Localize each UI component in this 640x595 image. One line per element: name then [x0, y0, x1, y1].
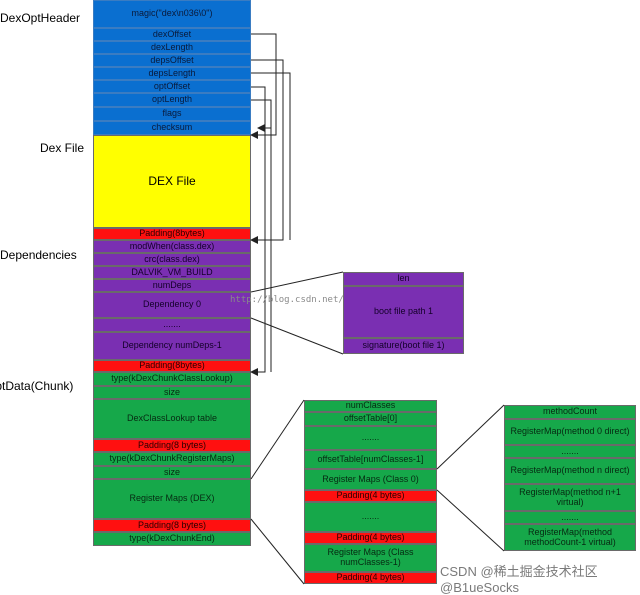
cell-registermap-0: RegisterMap(method 0 direct) — [504, 419, 636, 445]
cell-deps-padding: Padding(8bytes) — [93, 360, 251, 372]
cell-offsettable-0: offsetTable[0] — [304, 412, 437, 426]
cell-optdata-padding-2: Padding(8 bytes) — [93, 519, 251, 532]
cell-dependency-last: Dependency numDeps-1 — [93, 332, 251, 360]
fan-class-bottom — [436, 489, 505, 552]
arrow-optoffset — [250, 86, 266, 376]
cell-registermap-last: RegisterMap(method methodCount-1 virtual… — [504, 524, 636, 551]
fan-dependency-bottom — [250, 317, 344, 355]
cell-size-1: size — [93, 386, 251, 399]
cell-dep-len: len — [343, 272, 464, 286]
cell-dexlength: dexLength — [93, 41, 251, 54]
cell-deps-dots: ....... — [93, 318, 251, 332]
cell-flags: flags — [93, 107, 251, 121]
arrow-depsoffset — [250, 59, 284, 244]
cell-magic: magic("dex\n036\0") — [93, 0, 251, 28]
cell-numdeps: numDeps — [93, 279, 251, 292]
label-optdata: OptData(Chunk) — [0, 379, 74, 393]
arrow-depslength — [251, 72, 291, 240]
watermark-csdn: CSDN @稀土掘金技术社区 @B1ueSocks — [440, 564, 598, 595]
label-dependencies: Dependencies — [0, 248, 77, 262]
cell-offsettable-dots: ....... — [304, 426, 437, 450]
cell-optdata-padding-1: Padding(8 bytes) — [93, 439, 251, 452]
cell-checksum: checksum — [93, 121, 251, 135]
cell-size-2: size — [93, 466, 251, 479]
fan-regmaps-top — [250, 399, 305, 480]
cell-dex-padding: Padding(8bytes) — [93, 228, 251, 240]
cell-type-registermaps: type(kDexChunkRegisterMaps) — [93, 452, 251, 466]
cell-optoffset: optOffset — [93, 80, 251, 93]
cell-regdex-padding-1: Padding(4 bytes) — [304, 490, 437, 502]
cell-methodcount: methodCount — [504, 405, 636, 419]
label-dexfile: Dex File — [40, 141, 85, 155]
cell-depsoffset: depsOffset — [93, 54, 251, 67]
cell-dex-file: DEX File — [93, 135, 251, 228]
cell-type-classlookup: type(kDexChunkClassLookup) — [93, 372, 251, 386]
cell-registermap-dots-1: ....... — [504, 445, 636, 458]
cell-type-end: type(kDexChunkEnd) — [93, 532, 251, 546]
cell-regdex-dots: ....... — [304, 502, 437, 532]
cell-dalvik-build: DALVIK_VM_BUILD — [93, 266, 251, 279]
cell-registermap-dots-2: ....... — [504, 511, 636, 524]
cell-dep-signature: signature(boot file 1) — [343, 338, 464, 354]
cell-offsettable-last: offsetTable[numClasses-1] — [304, 450, 437, 469]
cell-register-maps-dex: Register Maps (DEX) — [93, 479, 251, 519]
fan-class-top — [436, 404, 505, 470]
cell-depslength: depsLength — [93, 67, 251, 80]
cell-registermap-n1: RegisterMap(method n+1 virtual) — [504, 484, 636, 511]
cell-regmaps-class0: Register Maps (Class 0) — [304, 469, 437, 490]
fan-regmaps-bottom — [250, 518, 305, 585]
label-dexoptheader: DexOptHeader — [0, 11, 81, 25]
arrow-optlength — [251, 99, 272, 372]
cell-crc: crc(class.dex) — [93, 253, 251, 266]
cell-dexoffset: dexOffset — [93, 28, 251, 41]
cell-dep-bootpath: boot file path 1 — [343, 286, 464, 338]
cell-regdex-padding-2: Padding(4 bytes) — [304, 532, 437, 544]
cell-optlength: optLength — [93, 93, 251, 107]
cell-dependency-0: Dependency 0 — [93, 292, 251, 318]
cell-regdex-padding-3: Padding(4 bytes) — [304, 572, 437, 584]
cell-registermap-n: RegisterMap(method n direct) — [504, 458, 636, 484]
watermark-url: http://blog.csdn.net/ — [230, 295, 344, 305]
arrow-dexoffset — [250, 33, 277, 139]
fan-dependency-top — [250, 271, 344, 293]
cell-regmaps-classlast: Register Maps (Class numClasses-1) — [304, 544, 437, 572]
cell-classlookup-table: DexClassLookup table — [93, 399, 251, 439]
cell-modwhen: modWhen(class.dex) — [93, 240, 251, 253]
cell-numclasses: numClasses — [304, 400, 437, 412]
